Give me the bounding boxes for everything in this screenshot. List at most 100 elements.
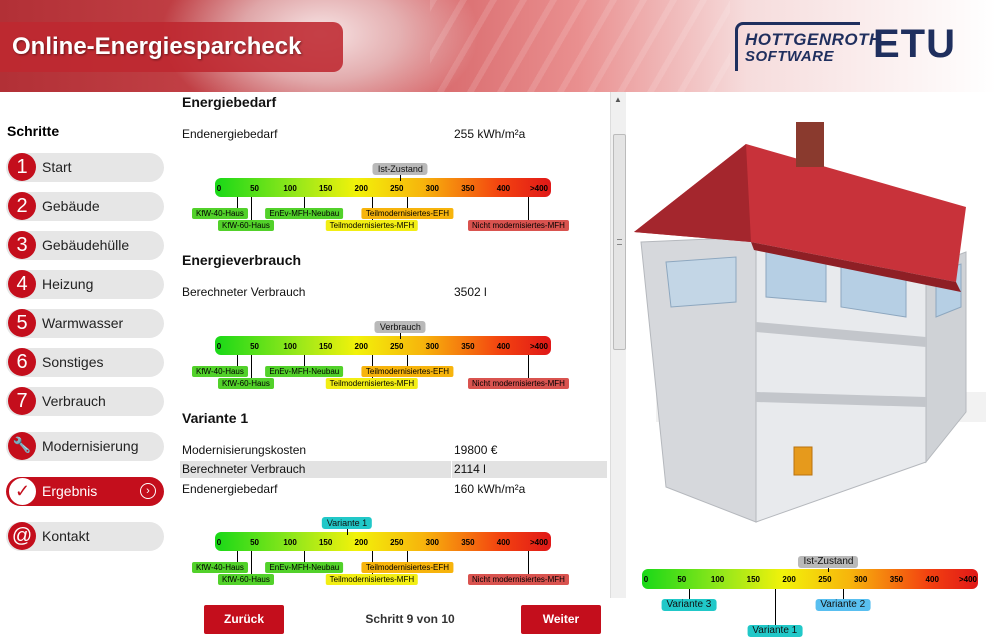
scale-tick-label: 0 xyxy=(216,538,222,547)
step-number: 3 xyxy=(8,231,36,259)
sidebar-item-ergebnis[interactable]: ✓ Ergebnis › xyxy=(6,477,164,506)
reference-line xyxy=(236,551,238,562)
window xyxy=(665,256,737,308)
step-number: 7 xyxy=(8,387,36,415)
app-header: Online-Energiesparcheck HOTTGENROTH SOFT… xyxy=(0,0,996,92)
scale-tick-label: 400 xyxy=(496,342,511,351)
scale-tick-label: 300 xyxy=(425,342,440,351)
reference-tag-enev: EnEv-MFH-Neubau xyxy=(265,366,344,377)
sidebar-item-label: Kontakt xyxy=(42,528,90,544)
data-row: Berechneter Verbrauch 3502 l xyxy=(180,284,607,301)
scale-tick-label: 50 xyxy=(250,184,259,193)
scroll-up-icon[interactable]: ▲ xyxy=(614,95,622,104)
sidebar-item-heizung[interactable]: 4 Heizung xyxy=(6,270,164,299)
scale-tick-label: >400 xyxy=(529,342,549,351)
scale-tick-label: 300 xyxy=(853,575,868,584)
section-title-bedarf: Energiebedarf xyxy=(182,94,277,110)
step-number: 5 xyxy=(8,309,36,337)
scale-tick-label: 50 xyxy=(677,575,687,584)
sidebar-item-gebaeude[interactable]: 2 Gebäude xyxy=(6,192,164,221)
scale-tick-label: 350 xyxy=(461,184,475,193)
sidebar-item-gebaeudehuelle[interactable]: 3 Gebäudehülle xyxy=(6,231,164,260)
reference-tag-teil_efh: Teilmodernisiertes-EFH xyxy=(361,562,454,573)
variant-marker: Variante 3 xyxy=(661,599,717,611)
reference-line xyxy=(304,355,306,366)
chevron-right-icon: › xyxy=(140,483,156,499)
sidebar-item-start[interactable]: 1 Start xyxy=(6,153,164,182)
reference-tag-teil_efh: Teilmodernisiertes-EFH xyxy=(361,208,454,219)
row-value: 3502 l xyxy=(454,285,487,299)
reference-tag-teil_mfh: Teilmodernisiertes-MFH xyxy=(325,574,419,585)
scrollbar-thumb[interactable] xyxy=(613,134,626,350)
scale-tick-label: 100 xyxy=(283,342,297,351)
energy-gradient-bar xyxy=(215,336,551,355)
wrench-icon: 🔧 xyxy=(8,432,36,460)
scale-tick-label: 200 xyxy=(354,538,368,547)
energy-gradient-bar xyxy=(215,532,551,551)
floor-slab xyxy=(756,322,926,347)
sidebar-item-label: Modernisierung xyxy=(42,438,139,454)
boiler xyxy=(793,446,813,476)
scale-tick-label: 400 xyxy=(925,575,939,584)
reference-line xyxy=(407,355,409,366)
marker-line xyxy=(688,589,690,599)
step-number: 2 xyxy=(8,192,36,220)
sidebar-item-label: Warmwasser xyxy=(42,315,124,331)
sidebar-item-kontakt[interactable]: @ Kontakt xyxy=(6,522,164,551)
hottgenroth-logo: HOTTGENROTH SOFTWARE xyxy=(735,22,881,71)
reference-line xyxy=(304,551,306,562)
scale-tick-label: 50 xyxy=(250,538,259,547)
scale-tick-label: 200 xyxy=(354,342,368,351)
marker-line xyxy=(347,529,348,535)
row-key: Modernisierungskosten xyxy=(182,443,307,457)
marker-line xyxy=(774,589,776,625)
scale-tick-label: 100 xyxy=(283,184,297,193)
reference-tag-teil_mfh: Teilmodernisiertes-MFH xyxy=(325,220,419,231)
marker-line xyxy=(842,589,844,599)
scale-tick-label: 250 xyxy=(390,538,404,547)
scale-tick-label: 0 xyxy=(216,184,222,193)
sidebar-item-label: Gebäude xyxy=(42,198,100,214)
scale-tick-label: 0 xyxy=(643,575,649,584)
logo-swoosh xyxy=(735,22,860,71)
reference-line xyxy=(528,551,530,574)
next-button[interactable]: Weiter xyxy=(521,605,601,634)
scale-tick-label: >400 xyxy=(529,184,549,193)
scale-tick-label: 200 xyxy=(354,184,368,193)
sidebar-item-sonstiges[interactable]: 6 Sonstiges xyxy=(6,348,164,377)
variant-marker: Variante 1 xyxy=(747,625,803,637)
chimney xyxy=(796,122,824,167)
sidebar-item-verbrauch[interactable]: 7 Verbrauch xyxy=(6,387,164,416)
sidebar-item-warmwasser[interactable]: 5 Warmwasser xyxy=(6,309,164,338)
logo-line1: HOTTGENROTH xyxy=(745,30,882,49)
roof-gable xyxy=(634,144,751,242)
current-value-marker: Variante 1 xyxy=(321,517,373,529)
scale-tick-label: 400 xyxy=(496,538,511,547)
scale-tick-label: 200 xyxy=(782,575,796,584)
sidebar-item-modernisierung[interactable]: 🔧 Modernisierung xyxy=(6,432,164,461)
steps-sidebar: Schritte 1 Start 2 Gebäude 3 Gebäudehüll… xyxy=(0,92,178,643)
house-illustration xyxy=(634,122,986,523)
data-row: Endenergiebedarf 160 kWh/m²a xyxy=(180,481,607,498)
steps-heading: Schritte xyxy=(7,123,60,139)
reference-line xyxy=(236,355,238,366)
etu-logo: ETU xyxy=(873,22,956,66)
scale-tick-label: 150 xyxy=(318,538,333,547)
content-scrollbar[interactable]: ▲ xyxy=(610,92,627,598)
reference-tag-teil_mfh: Teilmodernisiertes-MFH xyxy=(325,378,419,389)
row-key: Endenergiebedarf xyxy=(182,127,278,141)
marker-line xyxy=(400,333,402,339)
scale-tick-label: 150 xyxy=(746,575,761,584)
section-title-variante1: Variante 1 xyxy=(182,410,249,426)
current-value-marker: Ist-Zustand xyxy=(372,163,428,175)
reference-tag-kfw60: KfW-60-Haus xyxy=(218,220,274,231)
scale-tick-label: 100 xyxy=(283,538,297,547)
scale-tick-label: 300 xyxy=(425,538,440,547)
scale-tick-label: 350 xyxy=(461,342,475,351)
reference-line xyxy=(304,197,306,208)
back-button[interactable]: Zurück xyxy=(204,605,284,634)
section-title-verbrauch: Energieverbrauch xyxy=(182,252,302,268)
scale-tick-label: 100 xyxy=(710,575,725,584)
reference-line xyxy=(407,197,409,208)
